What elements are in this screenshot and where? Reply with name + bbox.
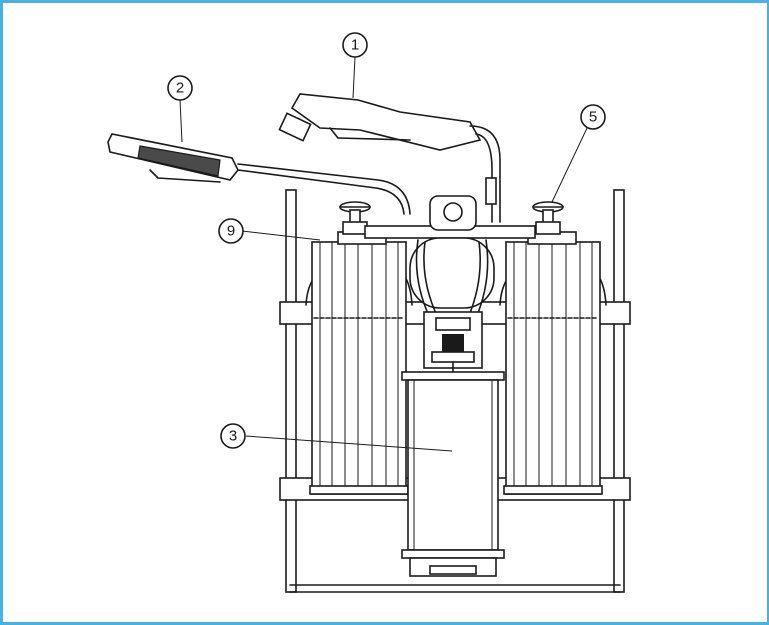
svg-text:3: 3 (229, 428, 237, 445)
svg-text:9: 9 (227, 223, 235, 240)
torch-1 (278, 93, 501, 223)
svg-text:5: 5 (589, 109, 597, 126)
leader-lines (179, 56, 589, 452)
svg-text:1: 1 (351, 37, 359, 54)
callout-3: 3 (220, 423, 246, 449)
callout-1: 1 (342, 32, 368, 58)
callout-2: 2 (167, 75, 193, 101)
regulator (423, 311, 483, 373)
manifold (364, 195, 536, 319)
callout-5: 5 (580, 104, 606, 130)
callout-9: 9 (218, 218, 244, 244)
central-cylinder (401, 371, 505, 577)
right-valve (532, 201, 564, 235)
torch-2 (107, 133, 411, 215)
svg-text:2: 2 (176, 80, 184, 97)
left-valve (339, 201, 371, 235)
left-cylinder-bank (305, 231, 413, 495)
right-cylinder-bank (499, 231, 607, 495)
